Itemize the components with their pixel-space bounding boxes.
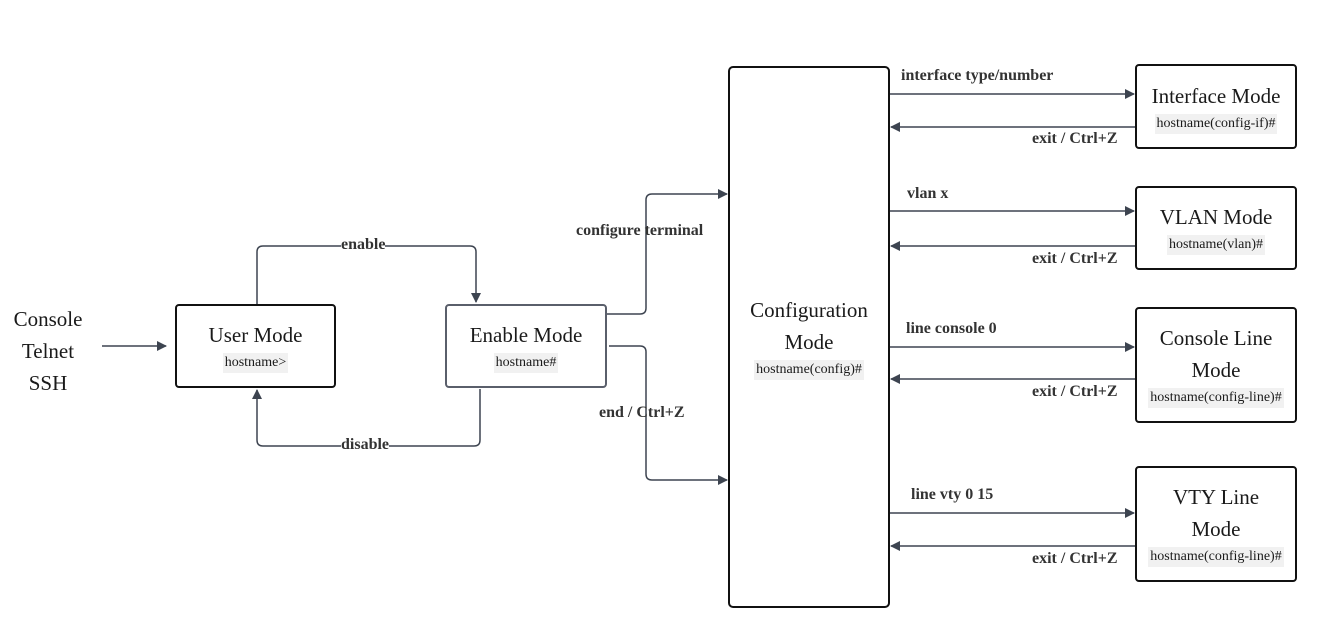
- user-mode-title: User Mode: [208, 323, 303, 347]
- vlan-command-label: vlan x: [907, 185, 949, 202]
- configuration-mode-title-line2: Mode: [784, 330, 834, 354]
- interface-mode-title: Interface Mode: [1151, 83, 1281, 108]
- configuration-mode-title-line1: Configuration: [750, 298, 868, 322]
- enable-mode-prompt: hostname#: [493, 353, 559, 373]
- source-console: Console: [13, 307, 83, 331]
- enable-label: enable: [341, 236, 386, 254]
- end-arrow: [609, 345, 728, 485]
- access-methods: Console Telnet SSH: [0, 303, 96, 399]
- configure-terminal-arrow: [607, 189, 728, 315]
- vty-line-mode-title-line1: VTY Line: [1172, 485, 1260, 509]
- vlan-mode-node: VLAN Mode hostname(vlan)#: [1135, 186, 1297, 270]
- vty-line-mode-prompt: hostname(config-line)#: [1148, 547, 1284, 567]
- interface-mode-node: Interface Mode hostname(config-if)#: [1135, 64, 1297, 149]
- exit-interface-label: exit / Ctrl+Z: [1032, 130, 1118, 147]
- enable-mode-node: Enable Mode hostname#: [445, 304, 607, 388]
- line-console-command-label: line console 0: [906, 320, 997, 337]
- configuration-mode-prompt: hostname(config)#: [754, 360, 864, 380]
- configure-terminal-label: configure terminal: [576, 222, 704, 239]
- console-line-mode-title-line2: Mode: [1191, 358, 1241, 382]
- configuration-mode-node: Configuration Mode hostname(config)#: [728, 66, 890, 608]
- vlan-mode-prompt: hostname(vlan)#: [1166, 235, 1266, 255]
- vty-line-mode-node: VTY Line Mode hostname(config-line)#: [1135, 466, 1297, 582]
- enable-mode-title: Enable Mode: [469, 323, 583, 347]
- console-line-mode-node: Console Line Mode hostname(config-line)#: [1135, 307, 1297, 423]
- console-line-mode-title-line1: Console Line: [1159, 326, 1273, 350]
- exit-vty-label: exit / Ctrl+Z: [1032, 550, 1118, 567]
- console-line-mode-prompt: hostname(config-line)#: [1148, 388, 1284, 408]
- enable-arrow: [256, 245, 481, 304]
- vlan-mode-title: VLAN Mode: [1159, 205, 1273, 229]
- disable-label: disable: [341, 436, 390, 454]
- exit-console-label: exit / Ctrl+Z: [1032, 383, 1118, 400]
- interface-command-label: interface type/number: [901, 67, 1054, 84]
- line-vty-command-label: line vty 0 15: [911, 486, 994, 503]
- user-mode-prompt: hostname>: [222, 353, 289, 373]
- vty-line-mode-title-line2: Mode: [1191, 517, 1241, 541]
- source-ssh: SSH: [28, 371, 68, 395]
- source-telnet: Telnet: [21, 339, 75, 363]
- end-label: end / Ctrl+Z: [599, 404, 685, 421]
- interface-mode-prompt: hostname(config-if)#: [1154, 113, 1278, 134]
- exit-vlan-label: exit / Ctrl+Z: [1032, 250, 1118, 267]
- user-mode-node: User Mode hostname>: [175, 304, 336, 388]
